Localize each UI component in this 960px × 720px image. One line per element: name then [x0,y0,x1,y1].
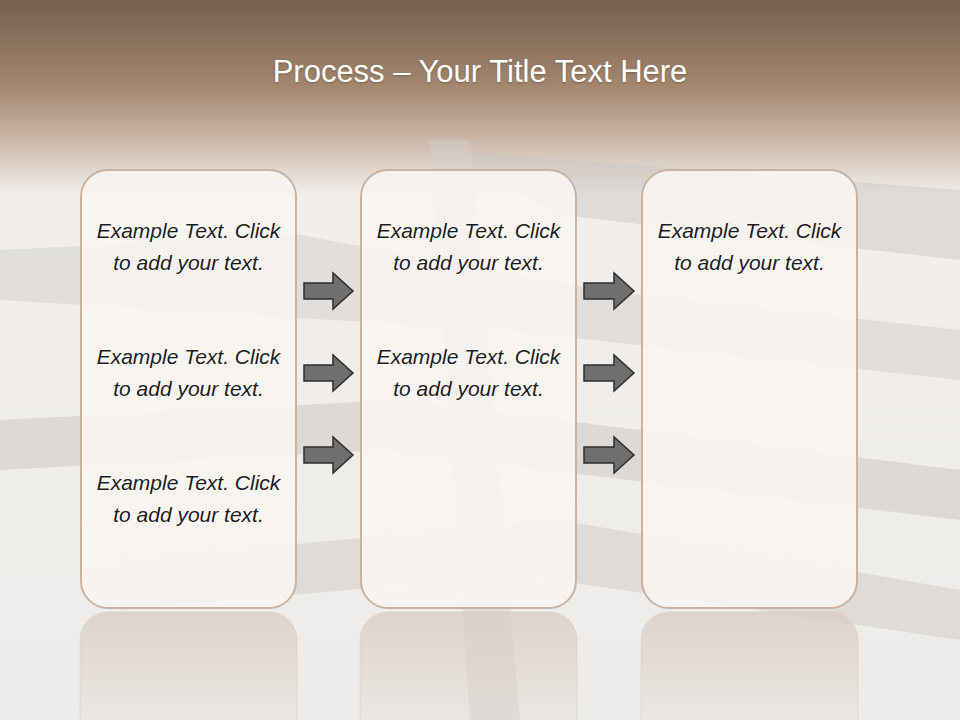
block-arrow [584,355,634,391]
box-text: Example Text. Click to add your text. [92,341,285,405]
block-arrow [584,273,634,309]
box-text: Example Text. Click to add your text. [653,215,846,279]
box-text: Example Text. Click to add your text. [92,215,285,279]
process-box: Example Text. Click to add your text. [641,169,858,609]
block-arrow [584,437,634,473]
block-arrow [304,273,353,309]
box-text: Example Text. Click to add your text. [372,341,565,405]
slide-title: Process – Your Title Text Here [0,52,960,92]
box-text: Example Text. Click to add your text. [92,467,285,531]
block-arrow [304,355,353,391]
block-arrow [304,437,353,473]
box-text: Example Text. Click to add your text. [372,215,565,279]
process-box: Example Text. Click to add your text. Exa… [360,169,577,609]
box-reflections [80,612,858,720]
process-box: Example Text. Click to add your text. Exa… [80,169,297,609]
